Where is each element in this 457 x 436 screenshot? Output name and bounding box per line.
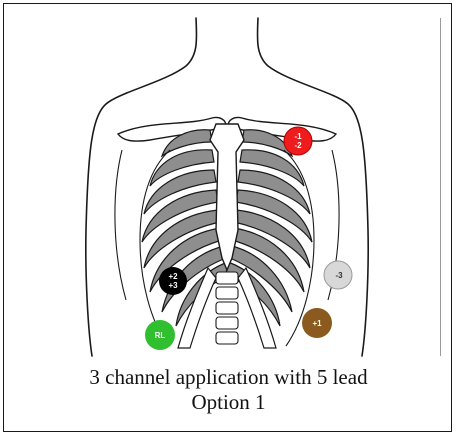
caption-line-2: Option 1 [0, 390, 457, 415]
electrode-label: -2 [294, 141, 302, 150]
spine-icon [216, 272, 238, 344]
electrode-v: -3 [324, 261, 352, 289]
electrode-right-leg: RL [145, 320, 175, 350]
electrode-ll: +2 +3 [159, 267, 187, 295]
electrode-label: +3 [168, 281, 178, 290]
electrode-label: RL [155, 331, 166, 340]
caption-line-1: 3 channel application with 5 lead [0, 365, 457, 390]
electrode-label: -3 [335, 271, 343, 280]
electrode-ra: -1 -2 [284, 127, 312, 155]
electrode-label: +1 [312, 319, 322, 328]
electrode-label: +2 [168, 272, 178, 281]
electrode-left-leg: +1 [302, 308, 332, 338]
figure-caption: 3 channel application with 5 lead Option… [0, 365, 457, 415]
electrode-label: -1 [294, 132, 302, 141]
